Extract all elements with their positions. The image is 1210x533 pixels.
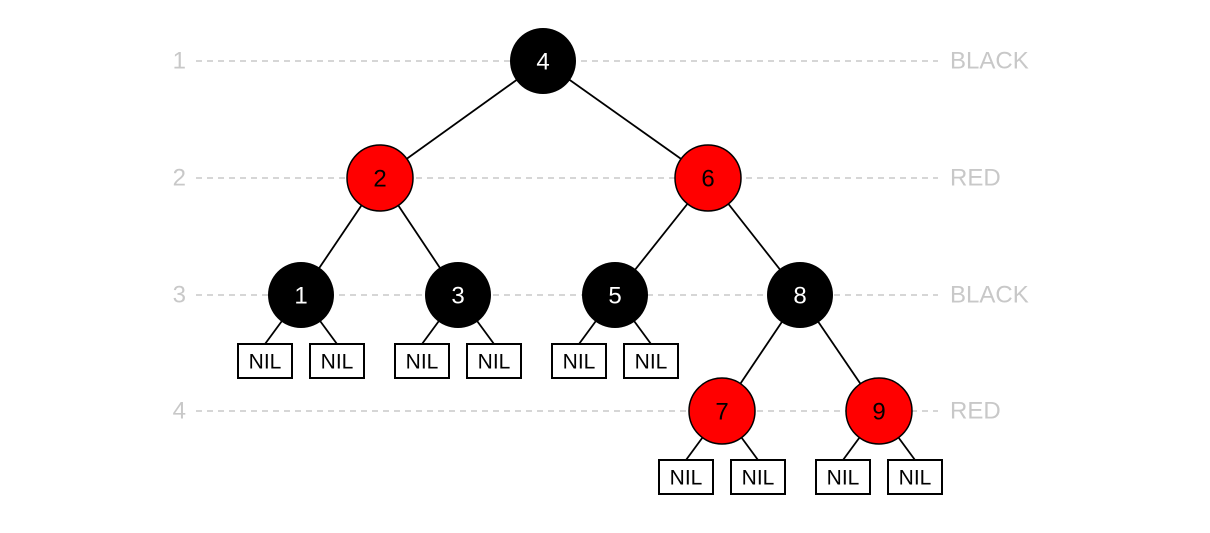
node-key: 1 (294, 283, 307, 310)
nil-leaf-box (815, 459, 871, 495)
node-key: 8 (793, 283, 806, 310)
nil-leaf-box (237, 343, 293, 379)
red-node (674, 144, 742, 212)
nil-leaf-label: NIL (635, 351, 668, 374)
node-key: 9 (872, 399, 885, 426)
nil-leaf-box (658, 459, 714, 495)
nil-leaf-box (551, 343, 607, 379)
nil-leaf-box (730, 459, 786, 495)
level-color-label: RED (950, 398, 1001, 425)
node-key: 7 (715, 399, 728, 426)
level-color-label: BLACK (950, 282, 1029, 309)
nil-leaf-box (623, 343, 679, 379)
level-number: 3 (173, 282, 186, 309)
nil-leaf-box (394, 343, 450, 379)
nil-leaf-label: NIL (563, 351, 596, 374)
node-key: 3 (451, 283, 464, 310)
nil-leaf-label: NIL (742, 467, 775, 490)
nil-leaf-label: NIL (899, 467, 932, 490)
black-node (425, 262, 491, 328)
nil-leaf-label: NIL (321, 351, 354, 374)
nil-leaf-label: NIL (478, 351, 511, 374)
red-node (688, 377, 756, 445)
red-node (346, 144, 414, 212)
node-key: 4 (536, 49, 549, 76)
black-node (582, 262, 648, 328)
level-number: 1 (173, 48, 186, 75)
level-number: 4 (173, 398, 186, 425)
nil-leaf-label: NIL (670, 467, 703, 490)
nil-leaf-label: NIL (249, 351, 282, 374)
black-node (268, 262, 334, 328)
nil-leaf-box (887, 459, 943, 495)
red-node (845, 377, 913, 445)
tree-nodes: 4 2 6 1 3 5 8 7 9 (268, 28, 913, 445)
node-key: 5 (608, 283, 621, 310)
black-node (510, 28, 576, 94)
nil-leaf-box (466, 343, 522, 379)
nil-leaf-label: NIL (827, 467, 860, 490)
level-color-label: BLACK (950, 48, 1029, 75)
node-key: 2 (373, 166, 386, 193)
node-key: 6 (701, 166, 714, 193)
nil-leaf-label: NIL (406, 351, 439, 374)
black-node (767, 262, 833, 328)
level-number: 2 (173, 165, 186, 192)
level-color-label: RED (950, 165, 1001, 192)
nil-leaves: NIL NIL NIL NIL NIL NIL NIL NIL NIL NIL (237, 294, 943, 495)
nil-leaf-box (309, 343, 365, 379)
